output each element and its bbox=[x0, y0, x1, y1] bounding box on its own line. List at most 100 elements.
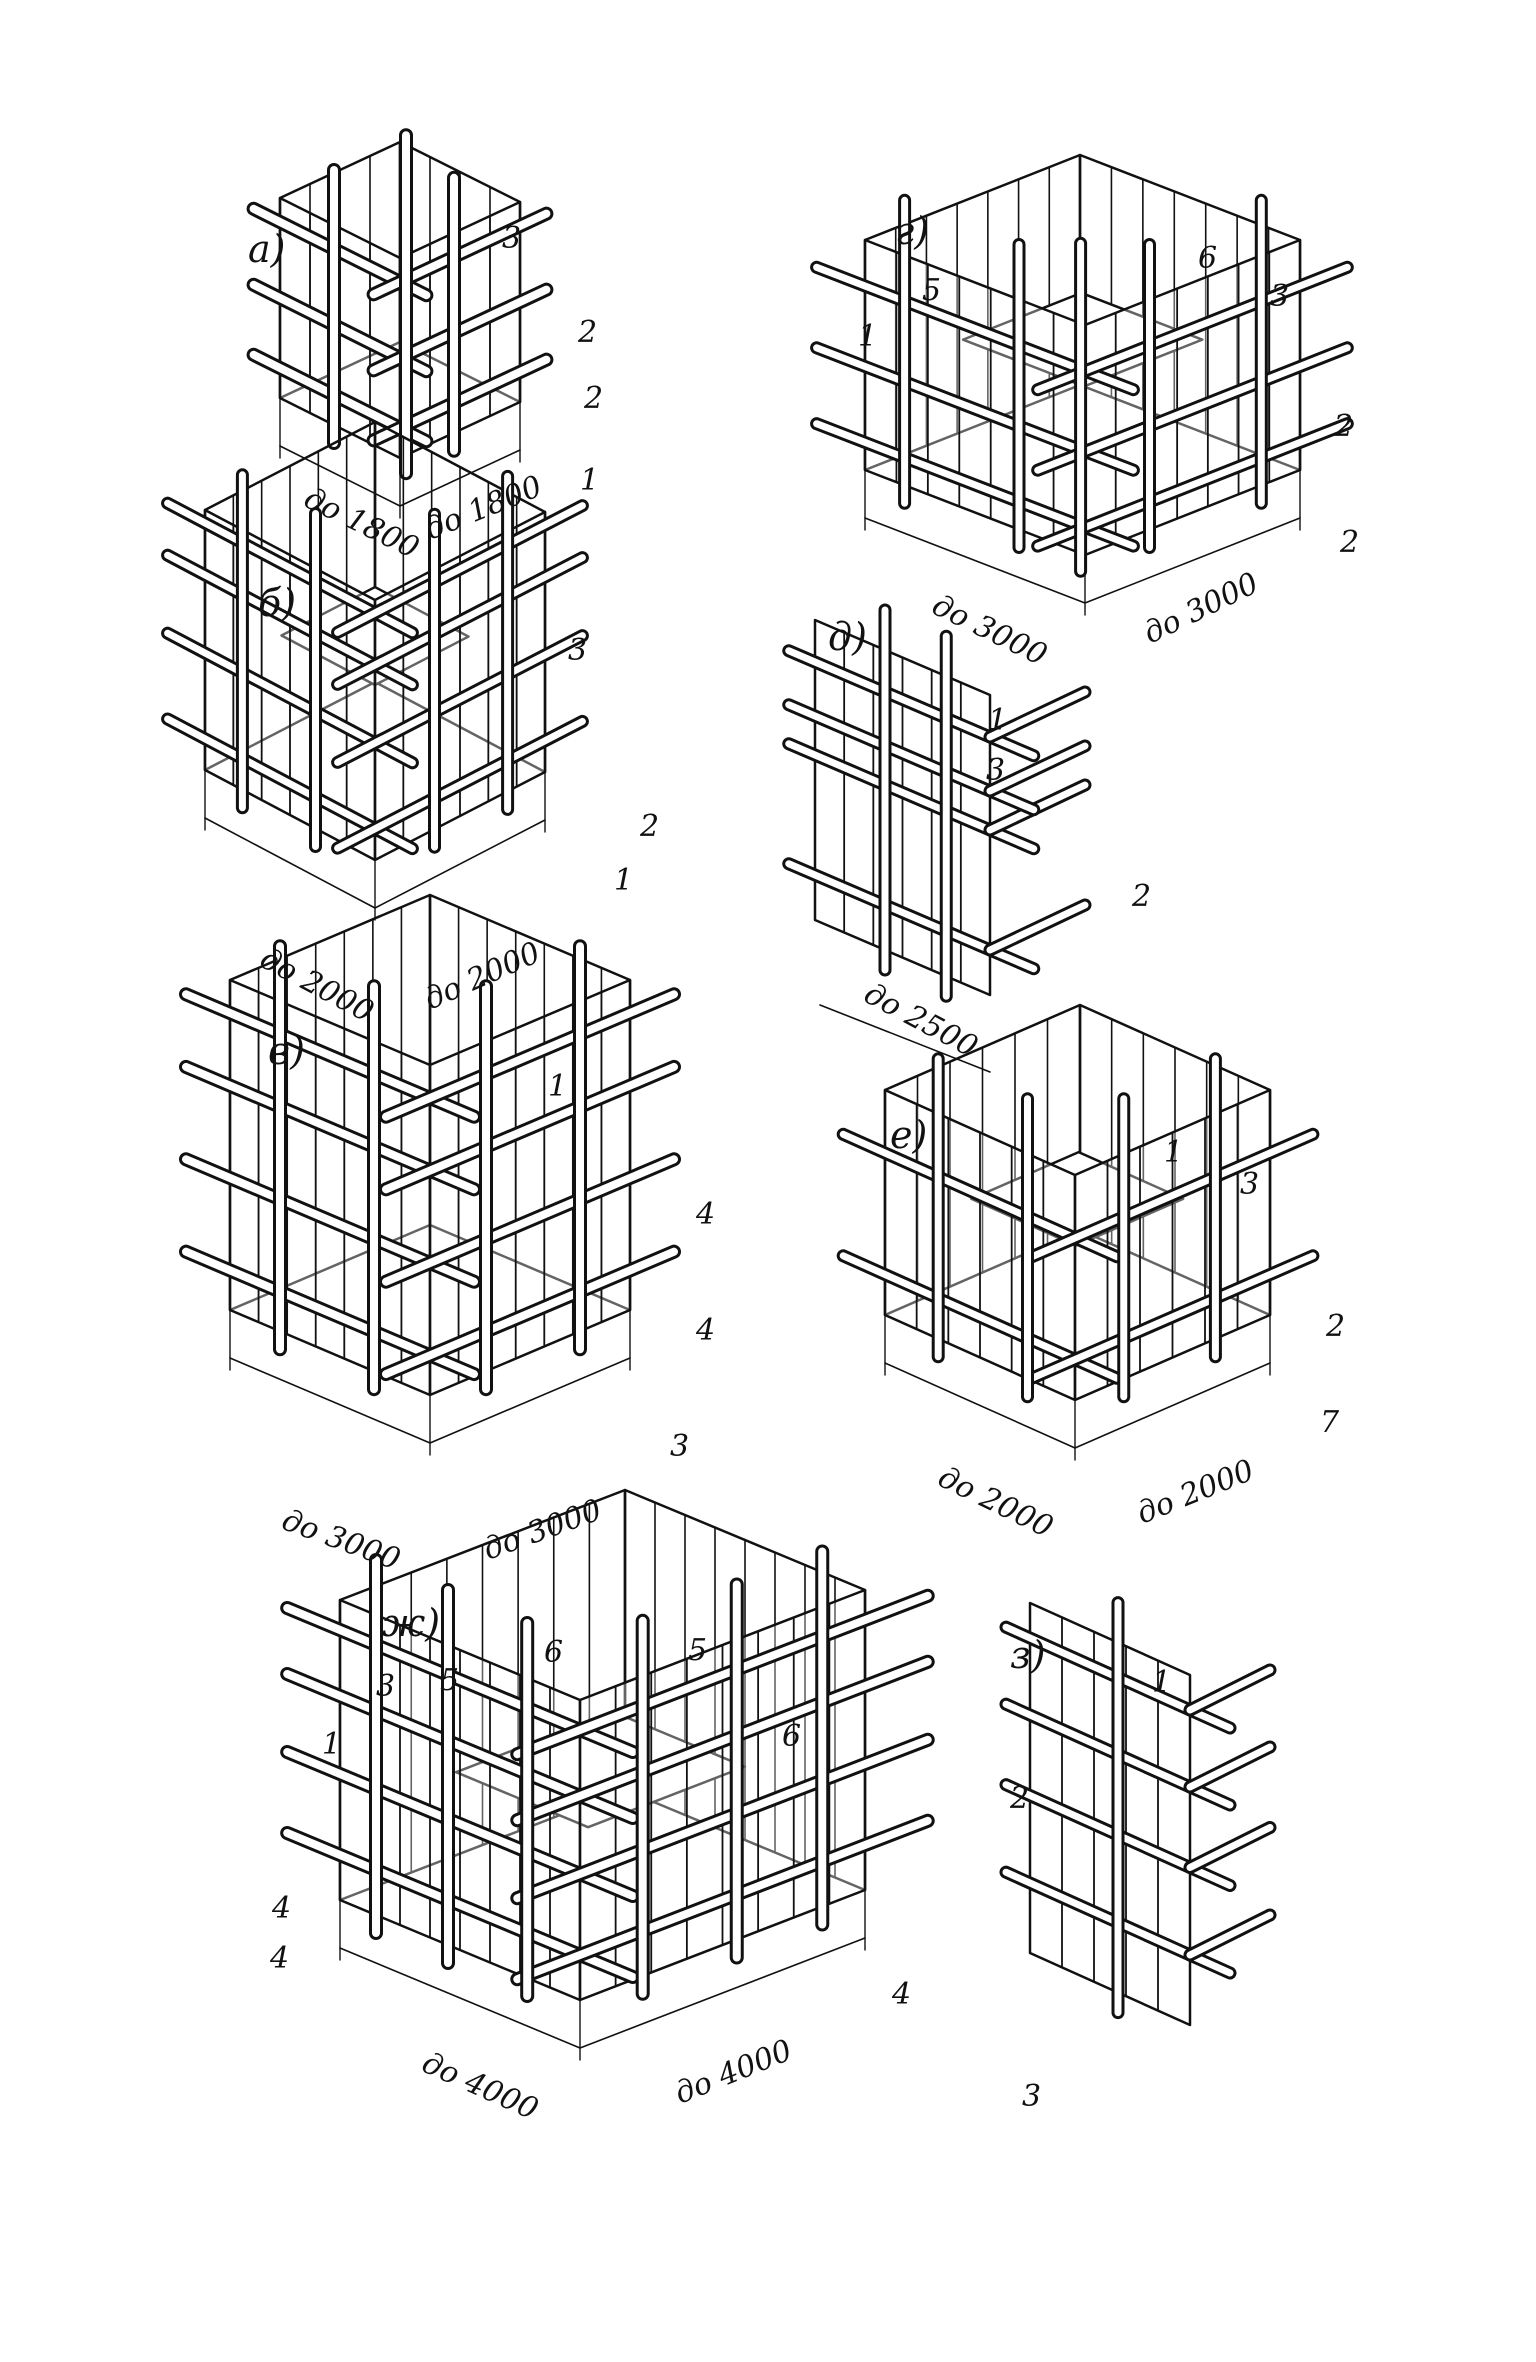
panel-g-waling-right-1 bbox=[1031, 341, 1354, 477]
panel-a-callout-4: 1 bbox=[580, 463, 599, 498]
panel-e-dimension-line-left bbox=[884, 1362, 1076, 1449]
panel-zh-callout-2: 5 bbox=[440, 1663, 459, 1698]
panel-zh-callout-1: 3 bbox=[376, 1669, 395, 1704]
panel-z-callout-2: 2 bbox=[1009, 1781, 1029, 1816]
panel-d-callout-1: 1 bbox=[988, 703, 1007, 738]
panel-z-callout-3: 3 bbox=[1022, 2079, 1041, 2114]
panel-zh-waling-right-1-core bbox=[513, 1735, 932, 1903]
panel-g-dimension-line-right bbox=[1084, 517, 1301, 604]
panel-z-tie-3 bbox=[1183, 1663, 1277, 1717]
panel-v-callout-4: 3 bbox=[670, 1429, 689, 1464]
panel-z-tie-1-core bbox=[1186, 1824, 1274, 1871]
panel-z-tie-2-core bbox=[1186, 1743, 1274, 1791]
panel-e-dimension-right: до 2000 bbox=[1132, 1453, 1259, 1532]
panel-zh-waling-right-1 bbox=[510, 1732, 935, 1906]
panel-zh-dimension-line-left bbox=[339, 1947, 581, 2049]
panel-zh-callout-8: 4 bbox=[269, 1941, 289, 1976]
panel-zh-waling-right-2 bbox=[510, 1654, 935, 1828]
panel-v-dimension-right: до 3000 bbox=[479, 1493, 607, 1568]
panel-g-dimension-right: до 3000 bbox=[1138, 566, 1264, 651]
panel-z-tie-0 bbox=[1183, 1908, 1277, 1962]
panel-b-dimension-line-right bbox=[374, 819, 546, 909]
panel-d-callout-2: 3 bbox=[986, 753, 1005, 788]
panel-e-waling-right-0-core bbox=[1028, 1252, 1317, 1382]
panel-zh-dimension-line-right bbox=[579, 1937, 866, 2049]
panel-g-callout-2: 3 bbox=[1270, 279, 1289, 314]
panel-zh-callout-7: 4 bbox=[271, 1891, 291, 1926]
panel-z-letter: з) bbox=[1010, 1633, 1046, 1677]
panel-v-dimension-left: до 3000 bbox=[277, 1503, 405, 1578]
panel-b-dimension-line-left bbox=[204, 817, 376, 909]
panel-g-callout-3: 5 bbox=[922, 273, 941, 308]
panel-z-tie-3-core bbox=[1186, 1666, 1274, 1714]
panel-d-letter: д) bbox=[828, 615, 867, 659]
panel-v-waling-right-3-core bbox=[382, 990, 678, 1121]
panel-v-waling-right-1 bbox=[379, 1152, 681, 1289]
panel-e-waling-right-1 bbox=[1025, 1127, 1320, 1264]
panel-e-callout-1: 1 bbox=[1164, 1135, 1183, 1170]
panel-b-waling-right-1-core bbox=[334, 632, 586, 766]
panel-v-waling-right-2 bbox=[379, 1059, 681, 1197]
panel-e-waling-right-0 bbox=[1025, 1249, 1320, 1385]
panel-a-letter: а) bbox=[248, 227, 285, 271]
panel-zh-waling-right-3-core bbox=[513, 1591, 932, 1759]
panel-e-callout-2: 3 bbox=[1240, 1167, 1259, 1202]
panel-v-waling-right-0-core bbox=[382, 1247, 678, 1379]
panel-v-waling-right-0 bbox=[379, 1244, 681, 1382]
panel-zh-letter: ж) bbox=[382, 1601, 440, 1645]
panel-d-tie-0 bbox=[983, 898, 1092, 957]
panel-v-callout-1: 1 bbox=[548, 1069, 567, 1104]
panel-zh-callout-4: 5 bbox=[688, 1633, 707, 1668]
panel-g-callout-1: 6 bbox=[1198, 241, 1217, 276]
panel-v-dimension-line-left bbox=[229, 1357, 431, 1444]
panel-v-letter: в) bbox=[268, 1029, 305, 1073]
panel-b-callout-3: 1 bbox=[614, 863, 633, 898]
panel-g-waling-right-0 bbox=[1031, 417, 1354, 553]
panel-z-wall-left bbox=[1028, 1601, 1192, 2027]
panel-zh-callout-3: 6 bbox=[544, 1635, 563, 1670]
panel-d-tie-2-core bbox=[986, 742, 1089, 795]
panel-zh-waling-right-3 bbox=[510, 1588, 935, 1762]
panel-g-callout-6: 2 bbox=[1339, 525, 1359, 560]
panel-b-waling-right-0 bbox=[331, 714, 589, 855]
panel-d-dimension: до 2500 bbox=[858, 976, 983, 1065]
panel-a-callout-2: 2 bbox=[577, 315, 597, 350]
panel-z: з) 1 2 3 bbox=[1009, 1633, 1171, 2114]
panel-g-letter: г) bbox=[895, 209, 929, 253]
panel-zh-callout-6: 1 bbox=[322, 1727, 341, 1762]
panel-b-waling-right-1 bbox=[331, 629, 589, 769]
panel-v-callout-3: 4 bbox=[695, 1313, 715, 1348]
panel-e-callout-3: 2 bbox=[1325, 1309, 1345, 1344]
panel-b-callout-2: 2 bbox=[639, 809, 659, 844]
panel-b-letter: б) bbox=[258, 581, 296, 625]
drawing-layer bbox=[161, 128, 1354, 2061]
panel-z-callout-1: 1 bbox=[1152, 1665, 1171, 1700]
panel-d-tie-2 bbox=[983, 739, 1092, 798]
panel-zh-callout-5: 6 bbox=[782, 1719, 801, 1754]
panel-e-waling-right-1-core bbox=[1028, 1130, 1317, 1261]
panel-zh-waling-right-2-core bbox=[513, 1657, 932, 1825]
panel-b-waling-right-2 bbox=[331, 551, 589, 691]
panel-g-callout-4: 1 bbox=[858, 319, 877, 354]
panel-b-waling-right-3-core bbox=[334, 502, 586, 636]
panel-zh-dimension-right: до 4000 bbox=[670, 2033, 797, 2112]
panel-g-waling-right-2-core bbox=[1034, 263, 1351, 394]
panel-d-dimension-line bbox=[819, 1004, 991, 1073]
panel-zh-dimension-left: до 4000 bbox=[417, 2045, 544, 2127]
panel-g-dimension-line-left bbox=[864, 517, 1086, 604]
panel-b-waling-right-3 bbox=[331, 499, 589, 639]
panel-v-callout-2: 4 bbox=[695, 1197, 715, 1232]
panel-v-waling-right-1-core bbox=[382, 1155, 678, 1286]
panel-z-tie-0-core bbox=[1186, 1911, 1274, 1959]
panel-g-waling-right-0-core bbox=[1034, 420, 1351, 550]
panel-g-waling-right-2 bbox=[1031, 260, 1354, 397]
panel-e-callout-4: 7 bbox=[1320, 1405, 1340, 1440]
panel-a-callout-1: 3 bbox=[502, 221, 521, 256]
panel-e-dimension-left: до 2000 bbox=[932, 1460, 1058, 1545]
panel-d-tie-0-core bbox=[986, 901, 1089, 954]
panel-zh-waling-right-0-core bbox=[513, 1816, 932, 1984]
panel-g-waling-right-1-core bbox=[1034, 344, 1351, 474]
panel-b-waling-right-2-core bbox=[334, 554, 586, 688]
panel-e-letter: е) bbox=[890, 1113, 927, 1157]
